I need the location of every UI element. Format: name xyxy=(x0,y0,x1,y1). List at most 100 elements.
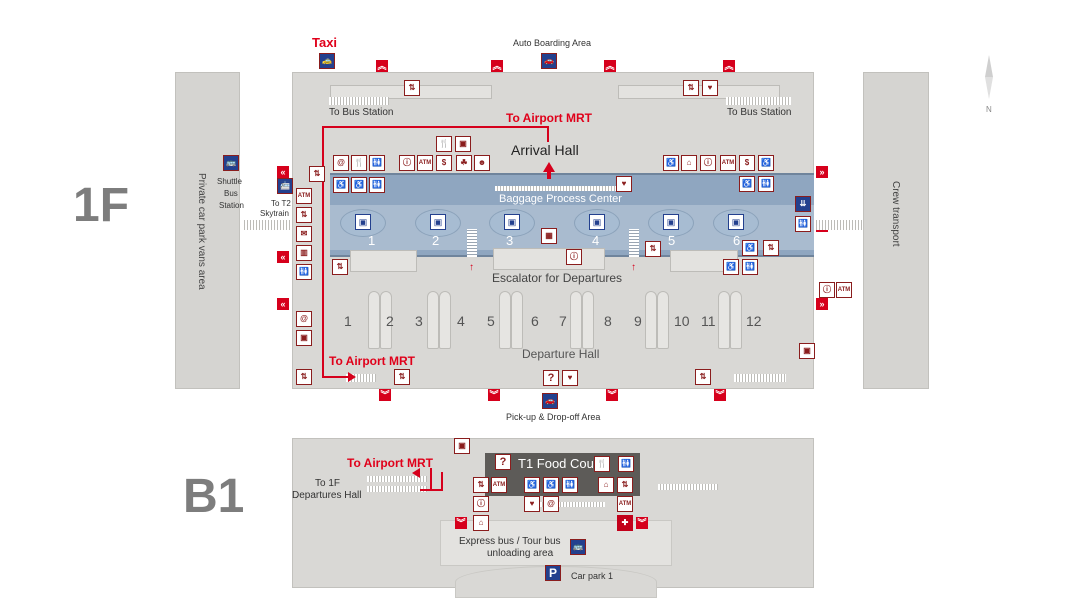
pier xyxy=(657,291,669,349)
medical-icon[interactable]: ATM xyxy=(296,188,312,204)
restroom-icon[interactable]: 🚻 xyxy=(369,155,385,171)
info-icon[interactable]: ⓘ xyxy=(473,496,489,512)
elevator-icon[interactable]: ⇅ xyxy=(617,477,633,493)
gift-shop-icon[interactable]: ▣ xyxy=(296,330,312,346)
currency-icon[interactable]: $ xyxy=(436,155,452,171)
gift-shop-icon[interactable]: ▣ xyxy=(799,343,815,359)
gift-shop-icon[interactable]: ▣ xyxy=(455,136,471,152)
restaurant-icon[interactable]: 🍴 xyxy=(594,456,610,472)
info-icon[interactable]: ⓘ xyxy=(566,249,582,265)
medical-icon[interactable]: ♥ xyxy=(562,370,578,386)
pier xyxy=(427,291,439,349)
elevator-icon[interactable]: ⇅ xyxy=(296,207,312,223)
carousel-3: ▣ xyxy=(489,209,535,237)
exit-arrow-right: » xyxy=(816,166,828,178)
elevator-icon[interactable]: ⇅ xyxy=(763,240,779,256)
exit-arrow-up: ︽ xyxy=(376,60,388,72)
info-icon[interactable]: ⓘ xyxy=(819,282,835,298)
carousel-2: ▣ xyxy=(415,209,461,237)
restroom-icon[interactable]: 🚻 xyxy=(795,216,811,232)
baggage-icon: ▣ xyxy=(728,214,744,230)
elevator-icon[interactable]: ⇅ xyxy=(309,166,325,182)
elevator-icon[interactable]: ⇅ xyxy=(695,369,711,385)
b1-mrt-route xyxy=(441,472,443,491)
atm-icon[interactable]: ATM xyxy=(720,155,736,171)
accessible-icon[interactable]: ♿ xyxy=(739,176,755,192)
accessible-icon[interactable]: ♿ xyxy=(543,477,559,493)
medical-icon[interactable]: ♥ xyxy=(702,80,718,96)
accessible-icon[interactable]: ♿ xyxy=(663,155,679,171)
parking-icon: P xyxy=(545,565,561,581)
escalator-label: Escalator for Departures xyxy=(492,271,623,285)
internet-icon[interactable]: @ xyxy=(296,311,312,327)
restroom-icon[interactable]: 🚻 xyxy=(562,477,578,493)
shuttle-bus-icon: 🚌 xyxy=(223,155,239,171)
elevator-icon[interactable]: ⇅ xyxy=(404,80,420,96)
elevator-icon[interactable]: ⇅ xyxy=(473,477,489,493)
atm-icon[interactable]: ATM xyxy=(417,155,433,171)
private-car-park-area: Private car park vans area xyxy=(175,72,240,389)
gate-number: 10 xyxy=(674,313,690,329)
restroom-icon[interactable]: 🚻 xyxy=(758,176,774,192)
restaurant-icon[interactable]: 🍴 xyxy=(436,136,452,152)
auto-boarding-label: Auto Boarding Area xyxy=(513,38,592,48)
hotel-icon[interactable]: ⌂ xyxy=(681,155,697,171)
private-car-park-label: Private car park vans area xyxy=(196,173,207,290)
b1-mrt-route xyxy=(420,489,441,491)
restroom-icon[interactable]: 🚻 xyxy=(618,456,634,472)
mrt-route-line xyxy=(322,376,350,378)
restroom-icon[interactable]: 🚻 xyxy=(742,259,758,275)
carousel-5: ▣ xyxy=(648,209,694,237)
atm-icon[interactable]: ATM xyxy=(836,282,852,298)
elevator-icon[interactable]: ⇅ xyxy=(645,241,661,257)
baggage-service-icon[interactable]: ⇊ xyxy=(795,196,811,212)
pier xyxy=(645,291,657,349)
internet-icon[interactable]: @ xyxy=(333,155,349,171)
restroom-icon[interactable]: 🚻 xyxy=(369,177,385,193)
pier xyxy=(730,291,742,349)
baby-room-icon[interactable]: ☻ xyxy=(474,155,490,171)
accessible-icon[interactable]: ♿ xyxy=(742,240,758,256)
arrival-hall-label: Arrival Hall xyxy=(511,142,579,158)
medical-icon[interactable]: ♥ xyxy=(616,176,632,192)
accessible-icon[interactable]: ♿ xyxy=(723,259,739,275)
family-icon[interactable]: ♿ xyxy=(524,477,540,493)
internet-icon[interactable]: @ xyxy=(543,496,559,512)
counter-block xyxy=(493,248,605,270)
gift-shop-icon[interactable]: ▣ xyxy=(454,438,470,454)
compass-needle xyxy=(985,55,993,77)
accessible-icon[interactable]: ♿ xyxy=(333,177,349,193)
currency-icon[interactable]: $ xyxy=(739,155,755,171)
question-icon[interactable]: ? xyxy=(495,454,511,470)
pier xyxy=(511,291,523,349)
question-icon[interactable]: ? xyxy=(543,370,559,386)
restaurant-icon[interactable]: 🍴 xyxy=(351,155,367,171)
family-icon[interactable]: ♿ xyxy=(351,177,367,193)
elevator-icon[interactable]: ⇅ xyxy=(683,80,699,96)
carousel-number: 2 xyxy=(432,233,440,248)
baggage-icon: ▣ xyxy=(430,214,446,230)
nursery-icon[interactable]: ☘ xyxy=(456,155,472,171)
gate-number: 6 xyxy=(531,313,539,329)
carousel-number: 3 xyxy=(506,233,514,248)
info-icon[interactable]: ⓘ xyxy=(399,155,415,171)
medical-icon[interactable]: ♥ xyxy=(524,496,540,512)
mail-icon[interactable]: ✉ xyxy=(296,226,312,242)
hotel-icon[interactable]: ⌂ xyxy=(473,515,489,531)
hotel-icon[interactable]: ⌂ xyxy=(598,477,614,493)
crew-transport-area: Crew transport xyxy=(863,72,929,389)
elevator-icon[interactable]: ⇅ xyxy=(332,259,348,275)
baggage-center-label: Baggage Process Center xyxy=(499,193,622,205)
first-aid-icon[interactable]: ✚ xyxy=(617,515,633,531)
restroom-icon[interactable]: 🚻 xyxy=(296,264,312,280)
up-arrow-right: ↑ xyxy=(631,262,636,273)
atm-icon[interactable]: ATM xyxy=(491,477,507,493)
luggage-icon[interactable]: ▥ xyxy=(296,245,312,261)
car-icon: 🚗 xyxy=(542,393,558,409)
accessible-icon[interactable]: ♿ xyxy=(758,155,774,171)
atm-icon[interactable]: ATM xyxy=(617,496,633,512)
elevator-icon[interactable]: ⇅ xyxy=(296,369,312,385)
floor-label-b1: B1 xyxy=(183,470,245,523)
elevator-icon[interactable]: ⇅ xyxy=(394,369,410,385)
info-icon[interactable]: ⓘ xyxy=(700,155,716,171)
